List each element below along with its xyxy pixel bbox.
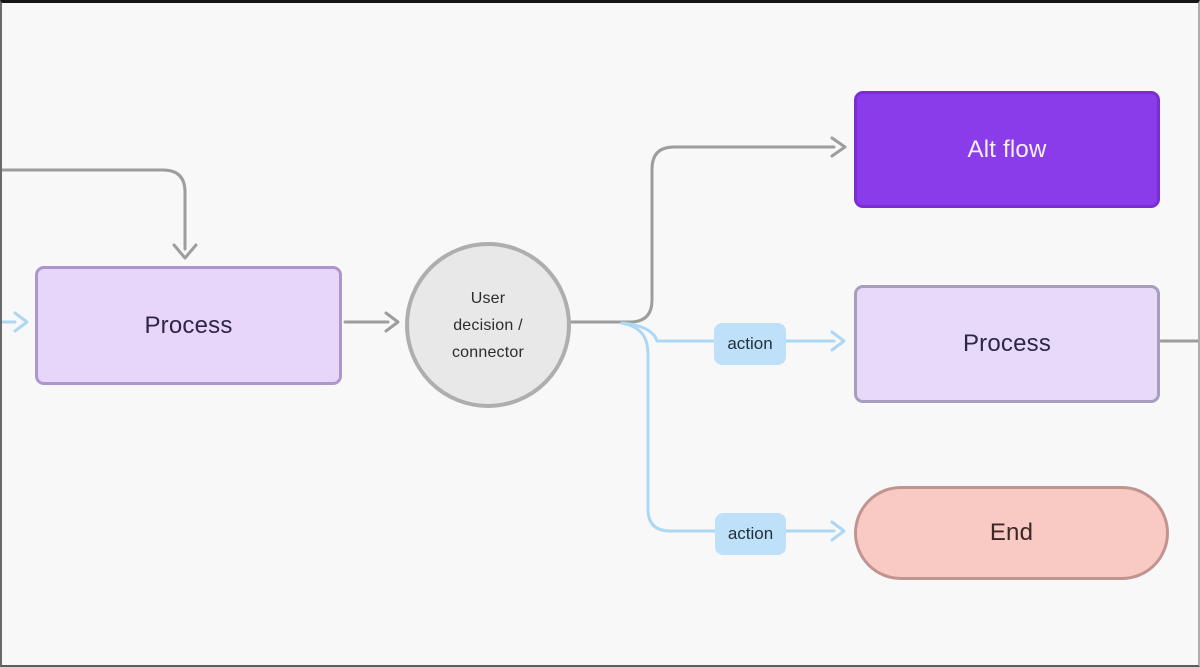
arrow-right-icon <box>830 520 846 542</box>
edge-label-action-top-text: action <box>727 334 773 353</box>
node-alt-flow-label: Alt flow <box>967 135 1047 163</box>
connector-entry-top-line <box>2 168 187 251</box>
arrow-right-icon <box>13 311 29 333</box>
edge-label-action-top[interactable]: action <box>714 323 786 365</box>
edge-label-action-bottom[interactable]: action <box>715 513 786 555</box>
connector-entry-top[interactable] <box>0 168 198 260</box>
connector-process-to-decision[interactable] <box>343 311 400 333</box>
node-process-right[interactable]: Process <box>854 285 1160 403</box>
node-process-left[interactable]: Process <box>35 266 342 385</box>
node-process-right-label: Process <box>962 330 1052 357</box>
connector-decision-to-end[interactable] <box>620 321 846 542</box>
node-decision-label: User decision / connector <box>451 289 525 361</box>
node-end-label: End <box>989 519 1034 546</box>
node-process-left-label: Process <box>144 311 233 339</box>
connector-entry-left[interactable] <box>0 311 29 333</box>
node-end[interactable]: End <box>854 486 1169 580</box>
arrow-down-icon <box>172 243 198 260</box>
arrow-right-icon <box>384 311 400 333</box>
connector-decision-to-altflow-line <box>568 145 836 324</box>
arrow-right-icon <box>830 330 846 352</box>
edge-label-action-bottom-text: action <box>727 524 774 543</box>
node-decision-circle[interactable]: User decision / connector <box>405 242 571 408</box>
connector-decision-to-end-line <box>620 321 836 533</box>
connector-decision-to-altflow[interactable] <box>568 136 847 324</box>
node-alt-flow[interactable]: Alt flow <box>854 91 1160 208</box>
arrow-right-icon <box>830 136 847 158</box>
